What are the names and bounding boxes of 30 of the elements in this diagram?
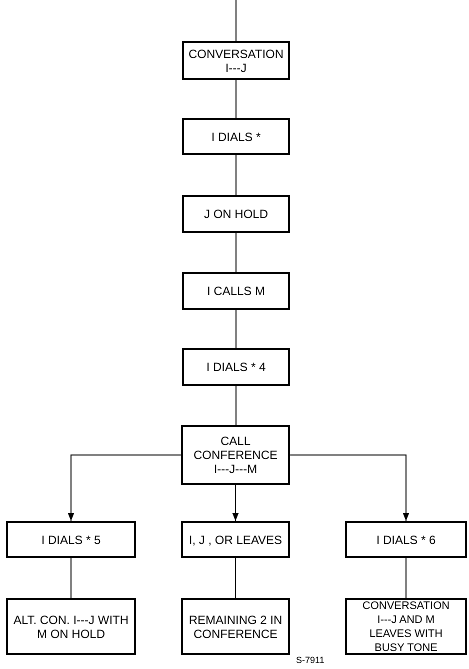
box-text: I DIALS * — [211, 130, 261, 144]
arrow — [290, 454, 410, 522]
process-box — [182, 118, 290, 155]
process-box — [182, 272, 290, 310]
box-text: I DIALS * 5 — [41, 532, 101, 546]
process-box — [182, 41, 290, 80]
process-box — [182, 195, 290, 233]
box-text: I CALLS M — [206, 284, 266, 298]
box-text: CONVERSATION I---J AND M LEAVES WITH BUSY TONE — [361, 598, 451, 654]
box-text: CONVERSATION I---J — [188, 46, 284, 74]
box-text: J ON HOLD — [204, 207, 268, 221]
arrow — [68, 454, 182, 522]
box-text: I DIALS * 6 — [376, 532, 436, 546]
process-box — [181, 598, 290, 655]
process-box — [345, 598, 467, 655]
box-text: REMAINING 2 IN CONFERENCE — [188, 612, 284, 640]
process-box — [182, 348, 290, 386]
box-text: I DIALS * 4 — [206, 360, 266, 374]
process-box — [181, 521, 290, 558]
box-text: I, J , OR LEAVES — [188, 532, 282, 546]
process-box — [6, 598, 136, 655]
connector-line — [70, 558, 72, 598]
box-text: ALT. CON. I---J WITH M ON HOLD — [12, 612, 130, 640]
figure-number: S-7911 — [296, 655, 324, 666]
process-box — [6, 521, 136, 558]
box-text: CALL CONFERENCE I---J---M — [192, 434, 278, 476]
process-box — [181, 425, 290, 485]
connector-line — [235, 558, 236, 598]
process-box — [345, 521, 467, 558]
arrow — [232, 484, 239, 522]
